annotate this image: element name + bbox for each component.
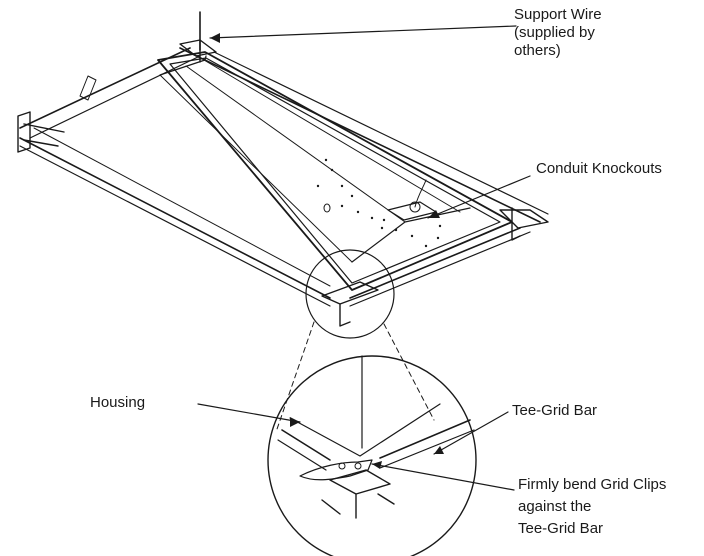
grid-clips-line-1: Firmly bend Grid Clips: [518, 476, 667, 493]
detail-projection-left: [275, 321, 315, 433]
tee-bar-front-left: [19, 137, 331, 299]
detail-enlarged-circle: [267, 355, 477, 556]
grid-clips-line-3: Tee-Grid Bar: [518, 520, 604, 537]
tee-bar-front-right: [349, 227, 521, 299]
tee-bar-top: [179, 47, 541, 223]
support-wire-line-3: others): [514, 42, 561, 59]
leader-lines: [197, 25, 531, 491]
end-slot: [79, 75, 97, 101]
label-housing: Housing: [90, 394, 146, 411]
tee-bar-back: [19, 47, 191, 129]
detail-marker-circle: [305, 249, 395, 339]
support-wire-line-1: Support Wire: [514, 6, 602, 23]
grid-clips-line-2: against the: [518, 498, 592, 515]
support-wire-line-2: (supplied by: [514, 24, 595, 41]
detail-projection-right: [383, 323, 435, 421]
reflector-ridge-right: [203, 59, 461, 213]
knockout-dots: [316, 158, 442, 248]
label-conduit-knockouts: Conduit Knockouts: [536, 160, 662, 177]
knockout-ring: [409, 201, 421, 213]
cross-tee-left: [17, 111, 65, 153]
reflector-ridge-left: [159, 74, 353, 263]
detail-enlargement: [267, 355, 477, 556]
cross-tee-front: [321, 281, 379, 327]
grid-clip: [299, 459, 373, 481]
label-support-wire: Support Wire (supplied by others): [514, 6, 602, 60]
housing-inner-rim: [169, 57, 501, 284]
label-tee-grid-bar: Tee-Grid Bar: [512, 402, 598, 419]
center-knockout: [323, 203, 331, 213]
reflector-ridge-center: [185, 65, 406, 223]
troffer-fixture: [79, 51, 513, 291]
cross-tee-right: [499, 207, 549, 241]
ceiling-grid: [17, 39, 549, 327]
end-cap-right: [351, 207, 471, 263]
knockout-wire: [414, 179, 427, 208]
label-grid-clips: Firmly bend Grid Clips against the Tee-G…: [518, 476, 666, 538]
